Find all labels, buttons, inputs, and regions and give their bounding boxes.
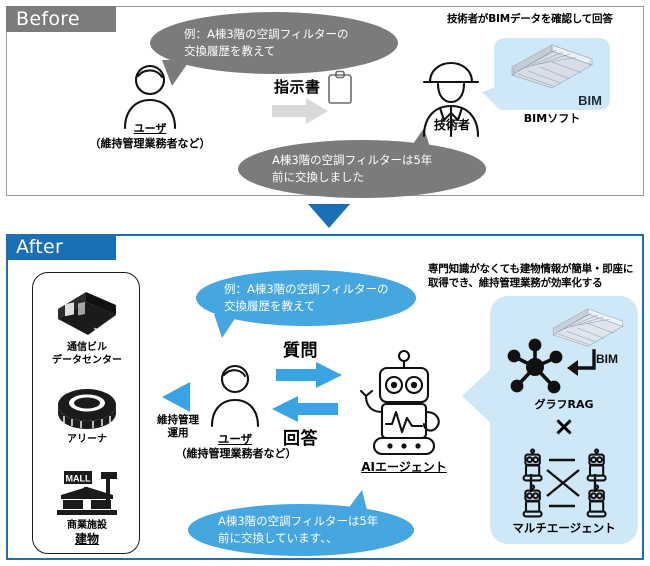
data-center-icon [58,292,116,339]
before-user-sublabel: （維持管理業務者など） [89,137,211,150]
after-answer-bubble-tail-icon [344,490,368,514]
maintenance-label-line2: 運用 [167,427,189,440]
graph-nodes-icon [507,338,563,394]
after-answer-bubble: A棟3階の空調フィルターは5年 前に交換しています、、 [188,504,414,556]
answer-arrow-label: 回答 [283,429,318,449]
hook-arrow-icon [567,349,596,376]
bim-building-3d-icon [552,308,624,347]
graph-rag-label: グラフRAG [534,398,594,411]
engineer-label: 技術者 [433,118,470,132]
tech-box-tail-icon [462,366,494,426]
building-label-mall: 商業施設 [67,520,107,531]
multi-agent-label: マルチエージェント [512,521,616,535]
before-user-name: ユーザ [133,122,167,135]
before-answer-bubble: A棟3階の空調フィルターは5年 前に交換しました [238,140,486,198]
multiplier-symbol: × [553,412,575,442]
instruction-label: 指示書 [274,78,321,96]
before-answer-line2: 前に交換しました [272,170,364,184]
svg-text:MALL: MALL [66,474,91,484]
blue-right-arrow-icon [276,362,342,388]
shopping-mall-icon: MALL [57,471,117,515]
after-question-line1: 例：A棟3階の空調フィルターの [224,281,389,296]
before-answer-bubble-tail-icon [406,128,432,154]
after-question-bubble: 例：A棟3階の空調フィルターの 交換履歴を教えて [196,270,416,326]
buildings-card-title: 建物 [74,532,99,546]
after-question-bubble-tail-icon [214,314,238,338]
bim-label: BIM [596,352,618,366]
arena-stadium-icon [58,389,116,429]
person-icon [123,64,177,130]
helmet-worker-icon [422,61,480,138]
maintenance-label-line1: 維持管理 [157,414,199,426]
tech-stack-panel: BIM グラフRAG × [490,296,638,544]
gray-right-arrow-icon [272,98,328,124]
before-question-line1: 例：A棟3階の空調フィルターの [184,26,349,41]
before-question-bubble-tail-icon [162,60,190,86]
before-badge: Before [6,6,116,32]
before-question-line2: 交換履歴を教えて [184,44,276,58]
before-answer-line1: A棟3階の空調フィルターは5年 [272,152,433,167]
blue-down-triangle-icon [308,204,350,228]
before-question-bubble: 例：A棟3階の空調フィルターの 交換履歴を教えて [150,12,398,74]
after-answer-line2: 前に交換しています、、 [218,531,338,545]
bim-building-3d-icon [511,44,593,89]
bim-software-label: BIMソフト [523,112,581,125]
after-user-name: ユーザ [217,432,253,446]
building-label-datacenter-2: データセンター [52,354,122,366]
ai-robot-icon [359,349,440,456]
after-user-sublabel: （維持管理業務者など） [175,447,297,460]
after-answer-line1: A棟3階の空調フィルターは5年 [218,513,379,528]
after-question-line2: 交換履歴を教えて [224,299,316,313]
bim-label: BIM [578,93,602,108]
person-icon [210,364,260,428]
building-item-mall: MALL 商業施設 [33,469,141,533]
building-types-card: 通信ビル データセンター アリーナ MALL [32,272,140,554]
clipboard-icon [328,70,352,104]
after-top-note-line1: 専門知識がなくても建物情報が簡単・即座に [428,263,634,275]
building-item-arena: アリーナ [33,383,141,447]
before-user-label: ユーザ [88,122,212,136]
bim-software-bubble: BIM [494,38,610,110]
after-top-note-line2: 取得でき、維持管理業務が効率化する [428,277,603,290]
blue-left-arrow-icon [272,396,338,422]
four-robots-icon [522,448,607,518]
ai-agent-label: AIエージェント [361,460,447,474]
building-item-datacenter: 通信ビル データセンター [33,287,141,367]
after-top-note: 専門知識がなくても建物情報が簡単・即座に 取得でき、維持管理業務が効率化する [428,262,646,290]
building-label-datacenter-1: 通信ビル [67,342,107,353]
after-badge: After [6,234,116,260]
maintenance-label: 維持管理 運用 [142,414,214,440]
blue-left-triangle-icon [162,382,190,412]
building-label-arena: アリーナ [67,434,107,445]
question-arrow-label: 質問 [283,341,318,361]
after-user-label: ユーザ [198,432,272,446]
before-top-note: 技術者がBIMデータを確認して回答 [447,13,613,25]
